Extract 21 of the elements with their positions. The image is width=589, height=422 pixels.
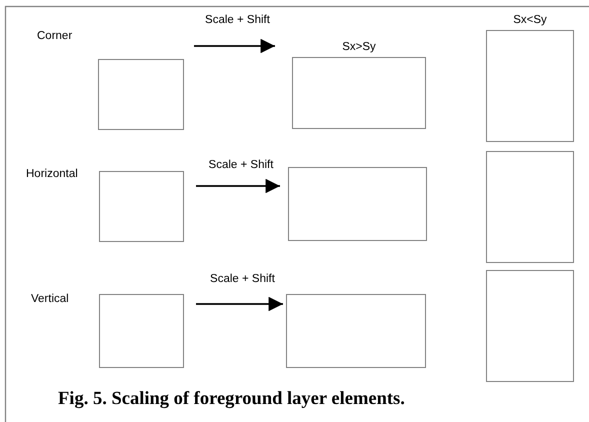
box-caption: Sx<Sy: [513, 15, 547, 26]
rectangle: [99, 294, 184, 368]
edge-label: Scale + Shift: [208, 160, 274, 172]
rectangle: [288, 167, 427, 241]
arrow: [194, 38, 275, 54]
edge-label: Scale + Shift: [210, 274, 275, 286]
figure-caption: Fig. 5. Scaling of foreground layer elements.: [58, 390, 405, 408]
text-label: Horizontal: [26, 169, 78, 180]
rectangle: [286, 294, 426, 368]
arrow: [196, 178, 280, 194]
rectangle: [98, 59, 184, 130]
edge-label: Scale + Shift: [205, 15, 270, 26]
rectangle: [486, 30, 574, 142]
rectangle: [486, 151, 574, 263]
arrow: [196, 296, 283, 312]
rectangle: [99, 171, 184, 242]
rectangle: [292, 57, 426, 129]
text-label: Vertical: [31, 294, 69, 306]
box-caption: Sx>Sy: [342, 42, 376, 54]
text-label: Corner: [37, 31, 72, 42]
rectangle: [486, 270, 574, 382]
